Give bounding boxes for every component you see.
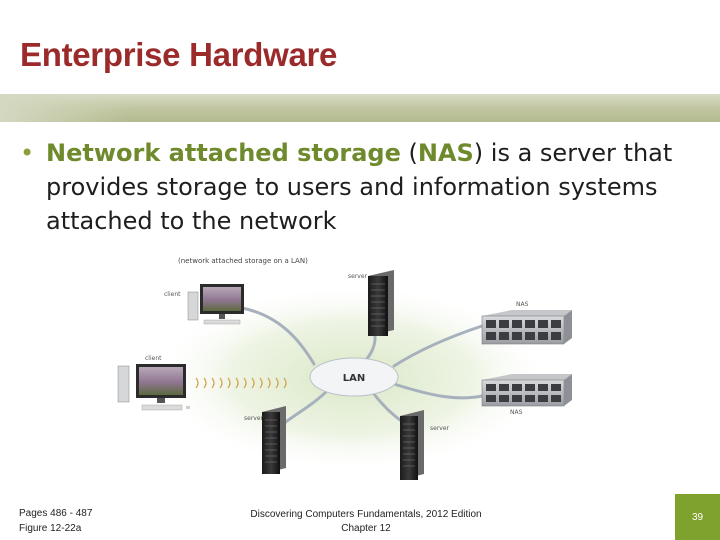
nas-top-label: NAS bbox=[516, 301, 529, 308]
bullet-dot: • bbox=[20, 139, 35, 167]
server-bottom-right bbox=[400, 410, 424, 480]
client-top-keyboard bbox=[203, 319, 241, 325]
server-bottom-left bbox=[262, 406, 286, 474]
network-diagram: LAN client bbox=[117, 270, 572, 480]
term-highlight: Network attached storage bbox=[46, 139, 401, 167]
client-mid bbox=[117, 364, 190, 411]
server-bottom-left-label: server bbox=[244, 415, 264, 422]
nas-bottom-side bbox=[564, 374, 572, 406]
client-mid-label: client bbox=[145, 355, 162, 362]
nas-top-side bbox=[564, 310, 572, 344]
nas-bottom-drives bbox=[486, 384, 561, 402]
footer-figure-ref: Figure 12-22a bbox=[19, 523, 82, 534]
footer-left: Pages 486 - 487 Figure 12-22a bbox=[19, 506, 92, 536]
nas-top-cap bbox=[482, 310, 572, 316]
client-top-label: client bbox=[164, 291, 181, 298]
nas-bottom-label: NAS bbox=[510, 409, 523, 416]
nas-bottom bbox=[481, 374, 572, 407]
bullet-body: Network attached storage (NAS) is a serv… bbox=[20, 136, 710, 238]
server-bottom-right-label: server bbox=[430, 425, 450, 432]
server-bl-vents bbox=[265, 419, 277, 463]
bullet-rest: ) is a server that provides storage to u… bbox=[46, 139, 673, 235]
footer-chapter: Chapter 12 bbox=[341, 523, 391, 534]
page-number: 39 bbox=[691, 511, 704, 523]
client-top-tower bbox=[187, 291, 199, 321]
server-bl-front bbox=[262, 412, 280, 474]
bullet-text: • Network attached storage (NAS) is a se… bbox=[20, 136, 710, 238]
server-top bbox=[368, 270, 394, 336]
figure-caption: (network attached storage on a LAN) bbox=[178, 257, 308, 265]
title-bar-fade bbox=[0, 94, 130, 122]
paren-open: ( bbox=[400, 139, 418, 167]
client-mid-keyboard bbox=[141, 404, 183, 411]
lan-label: LAN bbox=[343, 373, 365, 384]
lan-node bbox=[309, 357, 399, 397]
client-mid-stand bbox=[157, 398, 165, 403]
server-br-vents bbox=[403, 423, 415, 467]
client-mid-screen bbox=[139, 367, 183, 395]
client-top-stand bbox=[219, 314, 225, 319]
nas-figure: LAN client bbox=[102, 256, 606, 496]
page-number-badge: 39 bbox=[675, 494, 720, 540]
client-top-screen bbox=[203, 287, 241, 311]
nas-top-drives bbox=[486, 320, 561, 340]
server-top-front bbox=[368, 276, 388, 336]
nas-bottom-body bbox=[481, 379, 565, 407]
slide-title: Enterprise Hardware bbox=[20, 36, 338, 73]
wireless-waves bbox=[195, 377, 287, 389]
footer-book: Discovering Computers Fundamentals, 2012… bbox=[250, 509, 482, 520]
client-top bbox=[187, 284, 244, 325]
footer-pages: Pages 486 - 487 bbox=[19, 508, 93, 519]
nas-top bbox=[481, 310, 572, 345]
abbr-highlight: NAS bbox=[417, 139, 474, 167]
server-top-vents bbox=[371, 283, 385, 327]
footer-center: Discovering Computers Fundamentals, 2012… bbox=[226, 508, 506, 536]
server-top-label: server bbox=[348, 273, 368, 280]
nas-bottom-cap bbox=[482, 374, 572, 380]
client-mid-mouse bbox=[186, 406, 190, 409]
client-mid-tower bbox=[117, 365, 130, 403]
